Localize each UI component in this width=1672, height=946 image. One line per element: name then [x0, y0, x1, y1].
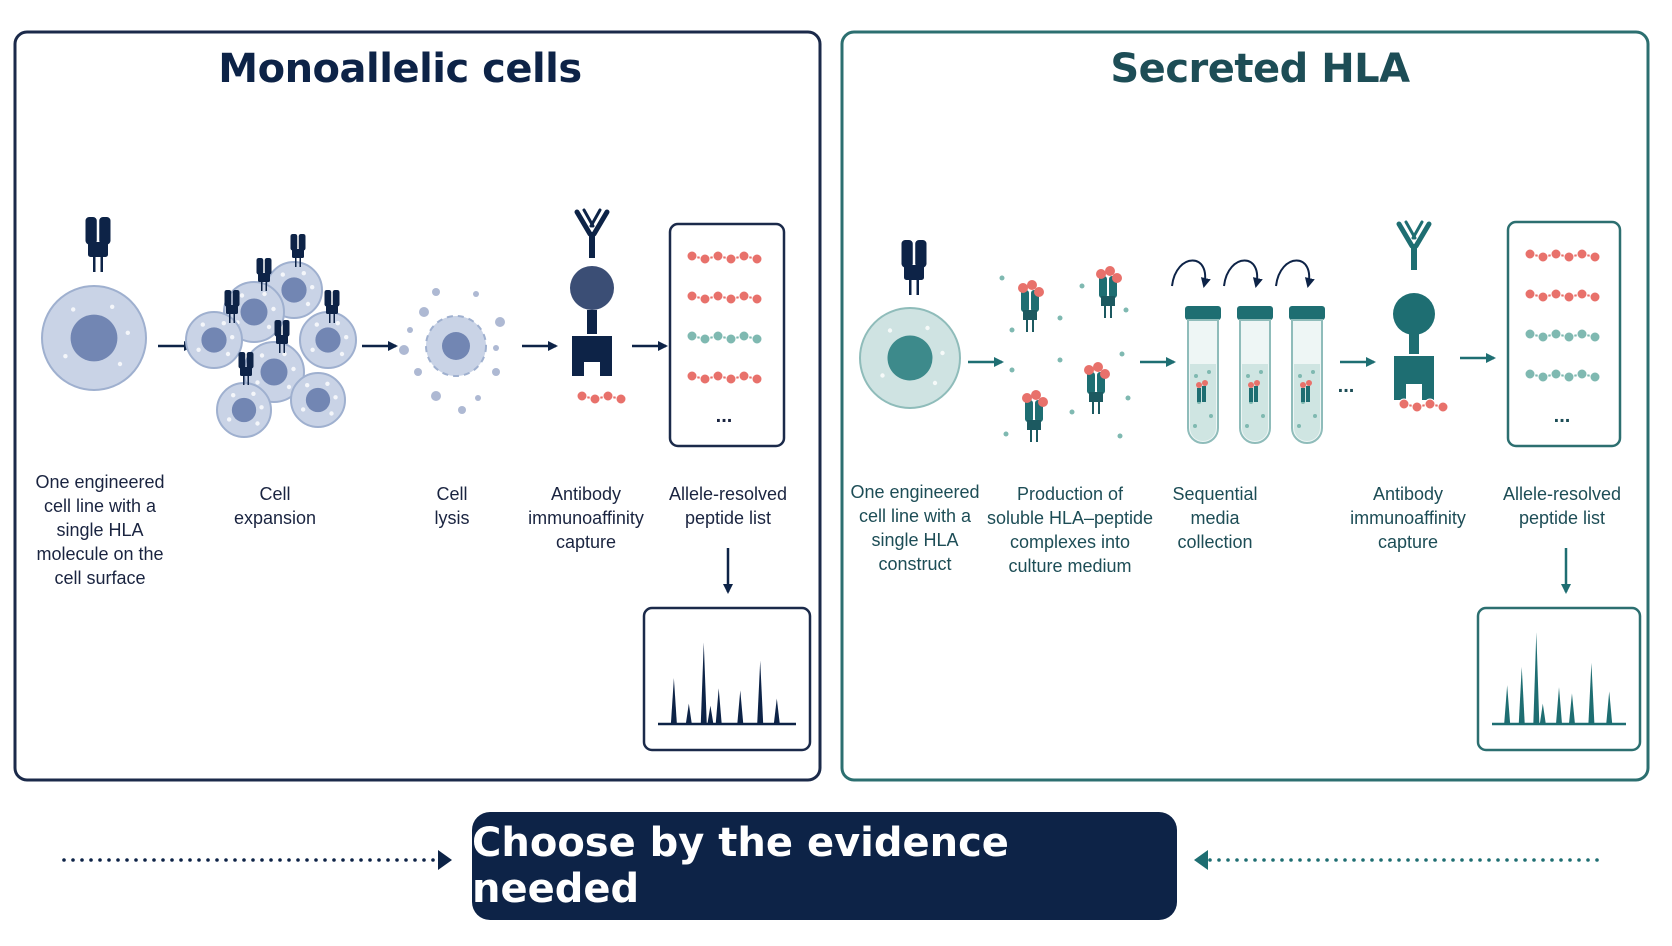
hla-molecule-icon	[290, 234, 306, 267]
right-step-2-label: Production of soluble HLA–peptide comple…	[986, 484, 1154, 576]
antibody-bead-icon	[1393, 293, 1435, 335]
curved-arrow-icon	[1275, 259, 1315, 288]
curved-arrow-icon	[1223, 259, 1263, 288]
right-dotted-arrow-icon	[1194, 850, 1599, 870]
right-step-3-label: Sequential media collection	[1172, 484, 1258, 552]
right-panel-border	[840, 30, 1650, 782]
antibody-icon	[1396, 220, 1432, 270]
antibody-bead-icon	[570, 266, 614, 310]
hla-molecule-icon	[256, 258, 272, 291]
peptide-chain	[1524, 288, 1601, 303]
cell-icon	[290, 372, 346, 428]
hla-molecule-icon	[324, 290, 340, 323]
peptide-chain	[686, 250, 763, 265]
secreted-particle	[1117, 433, 1123, 439]
secreted-particle	[1123, 307, 1129, 313]
peptide-chain	[686, 370, 763, 385]
left-step-4-label: Antibody immunoaffinity capture	[528, 484, 644, 552]
soluble-hla-complex-icon	[1084, 362, 1110, 414]
left-step-5-label: Allele-resolved peptide list	[668, 484, 788, 528]
secreted-particle	[1057, 315, 1063, 321]
secreted-particle	[1009, 367, 1015, 373]
left-dotted-arrow-icon	[62, 850, 452, 870]
hla-molecule-icon	[85, 217, 111, 272]
hla-complex-icon	[572, 310, 612, 376]
secreted-particle	[1003, 431, 1009, 437]
hla-molecule-icon	[238, 352, 254, 385]
cell-icon	[299, 311, 357, 369]
right-step-5-label: Allele-resolved peptide list	[1502, 484, 1622, 528]
spectrum-icon	[1476, 606, 1642, 752]
left-list-ellipsis: ...	[715, 405, 733, 427]
right-step-1-label: One engineered cell line with a single H…	[850, 482, 980, 574]
left-step-1-label: One engineered cell line with a single H…	[35, 472, 165, 588]
left-step-3-label: Cell lysis	[434, 484, 470, 528]
peptide-chain	[576, 390, 627, 405]
secreted-particle	[1125, 395, 1131, 401]
secreted-particle	[1057, 357, 1063, 363]
antibody-icon	[574, 208, 610, 258]
peptide-chain	[1524, 328, 1601, 343]
peptide-chain	[686, 330, 763, 345]
peptide-chain	[1524, 368, 1601, 383]
peptide-chain	[1524, 248, 1601, 263]
soluble-hla-complex-icon	[1022, 390, 1048, 442]
peptide-list-icon	[1506, 220, 1622, 448]
right-step-4-label: Antibody immunoaffinity capture	[1350, 484, 1466, 552]
right-list-ellipsis: ...	[1553, 405, 1571, 427]
secreted-particle	[999, 275, 1005, 281]
hla-molecule-icon	[901, 240, 927, 295]
secreted-particle	[1079, 283, 1085, 289]
secreted-particle	[1009, 327, 1015, 333]
left-panel-title: Monoallelic cells	[218, 46, 582, 92]
test-tube-icon	[1289, 306, 1325, 444]
choose-evidence-banner: Choose by the evidence needed	[472, 812, 1177, 920]
test-tube-icon	[1237, 306, 1273, 444]
soluble-hla-complex-icon	[1096, 266, 1122, 318]
peptide-chain	[1398, 398, 1449, 413]
soluble-hla-complex-icon	[1018, 280, 1044, 332]
cell-icon	[216, 382, 272, 438]
secreted-particle	[1069, 409, 1075, 415]
hla-molecule-icon	[224, 290, 240, 323]
between-step-ellipsis: ...	[1337, 375, 1355, 397]
left-panel-border	[13, 30, 822, 782]
secreted-particle	[1119, 351, 1125, 357]
left-step-2-label: Cell expansion	[233, 484, 317, 528]
hla-molecule-icon	[274, 320, 290, 353]
peptide-list-icon	[668, 222, 786, 448]
test-tube-icon	[1185, 306, 1221, 444]
cell-icon	[185, 311, 243, 369]
peptide-chain	[686, 290, 763, 305]
curved-arrow-icon	[1171, 259, 1211, 288]
cell-icon	[859, 307, 961, 409]
cell-icon	[41, 285, 147, 391]
right-panel-title: Secreted HLA	[1110, 46, 1410, 92]
lysed-cell-icon	[399, 288, 505, 414]
hla-complex-icon	[1394, 334, 1434, 400]
spectrum-icon	[642, 606, 812, 752]
